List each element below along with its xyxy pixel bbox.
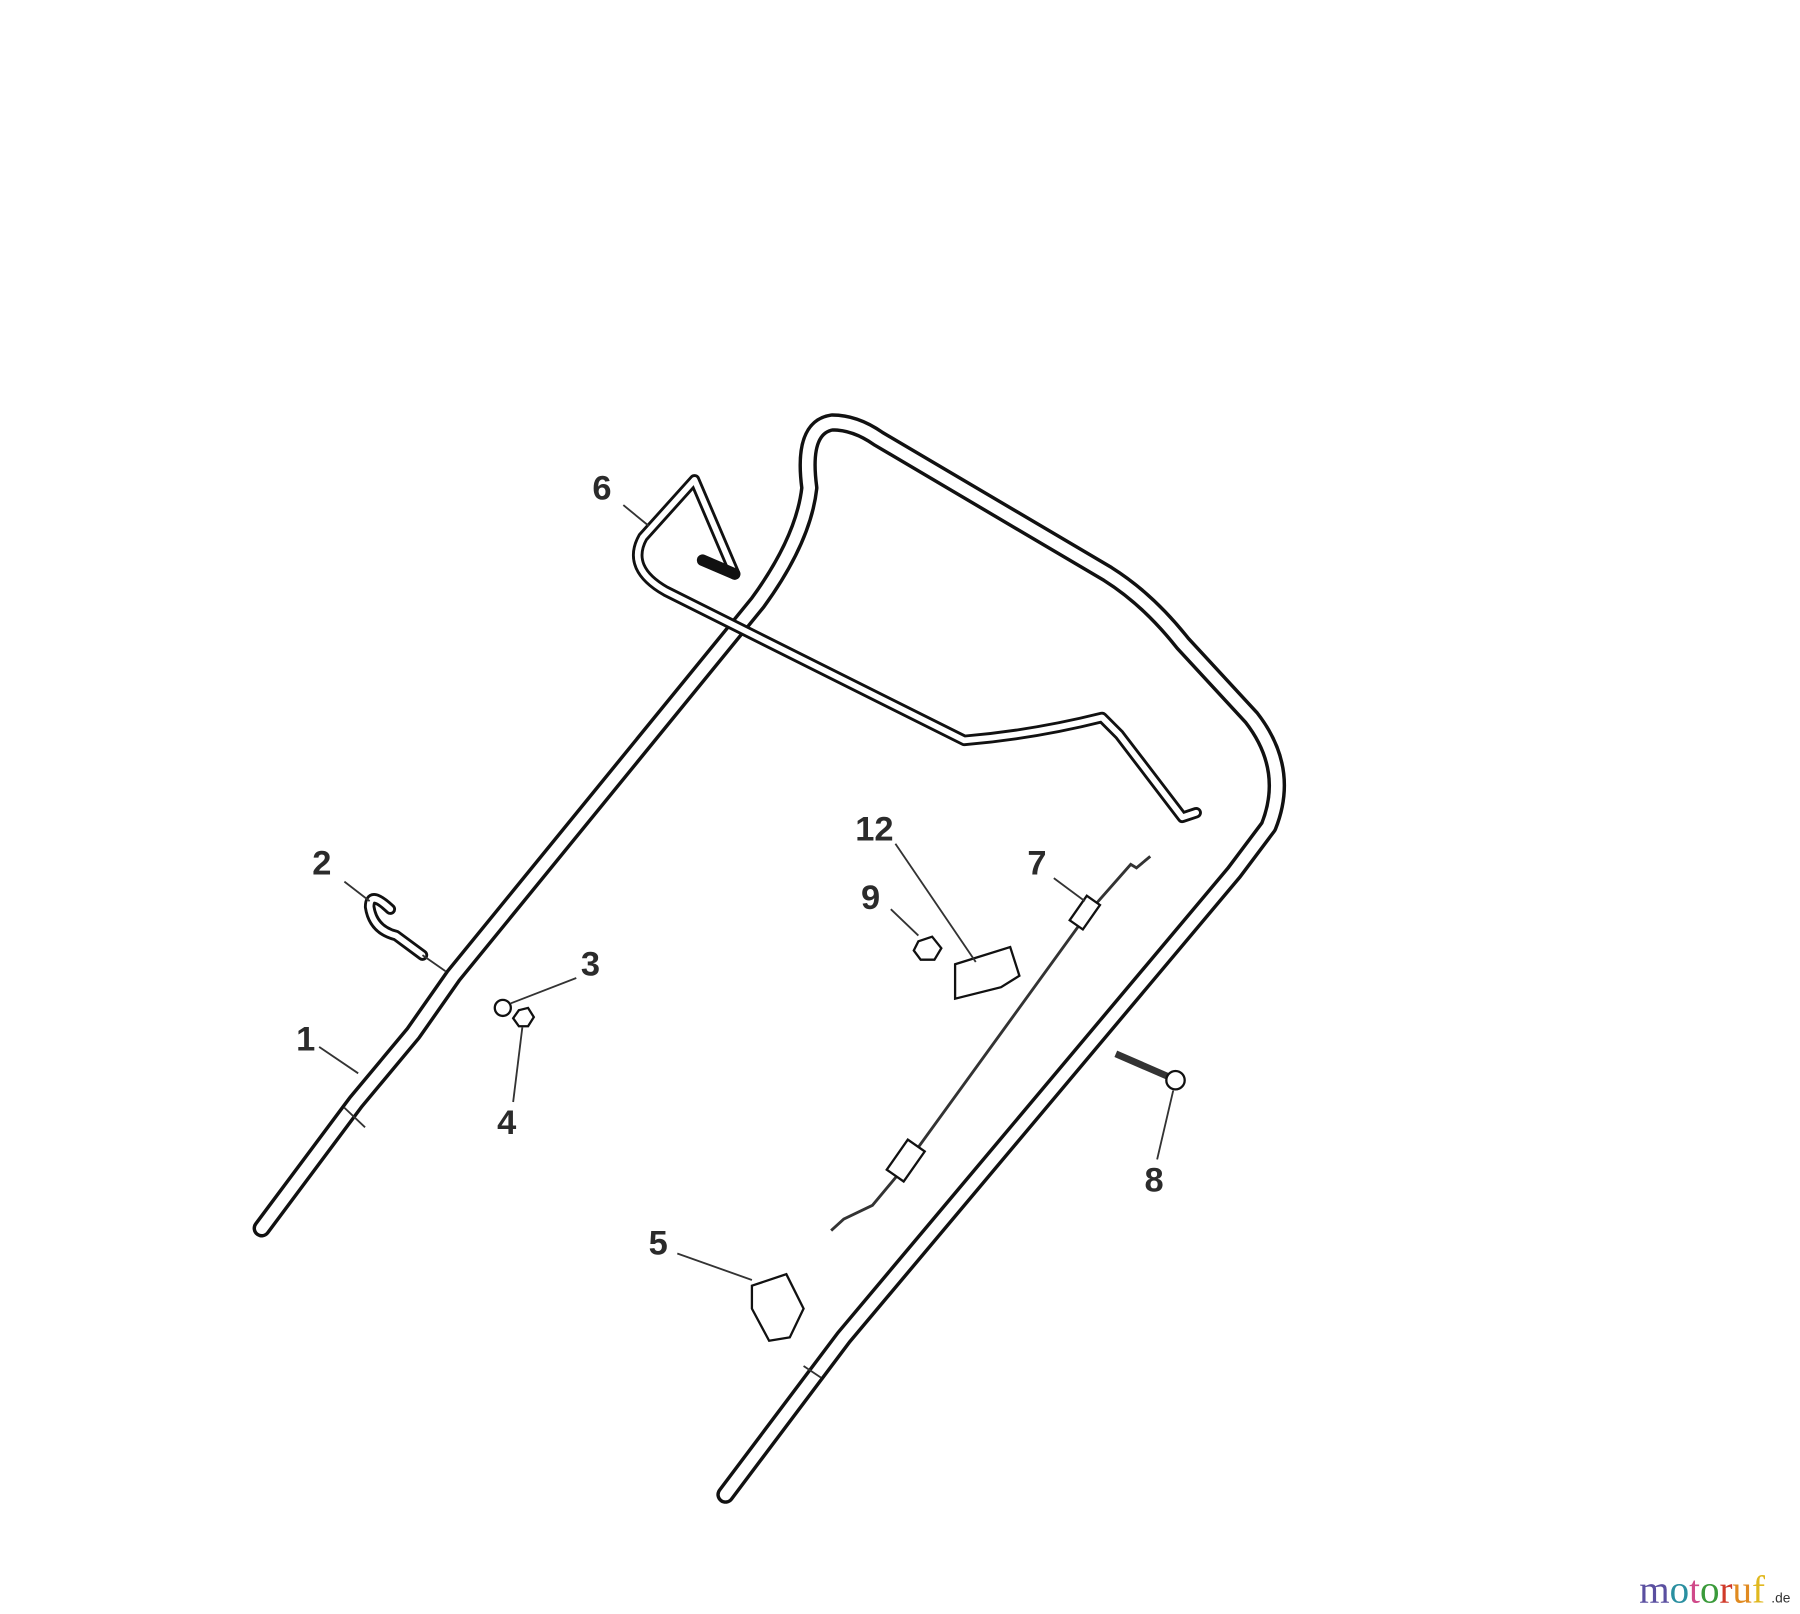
nut-part-9 — [912, 935, 943, 961]
bail-bar-part-6 — [632, 474, 1202, 824]
callout-8: 8 — [1145, 1162, 1164, 1200]
logo-letter: t — [1689, 1569, 1700, 1612]
logo-letter: o — [1700, 1569, 1720, 1612]
callout-2: 2 — [312, 845, 331, 883]
callout-6: 6 — [592, 469, 611, 507]
logo-letter: f — [1752, 1569, 1765, 1612]
washer-part-3 — [493, 998, 512, 1018]
callout-1: 1 — [296, 1020, 315, 1058]
logo-letter: u — [1733, 1569, 1753, 1612]
logo-letter: o — [1670, 1569, 1690, 1612]
hook-part-2 — [363, 893, 429, 961]
logo-letter: r — [1720, 1569, 1733, 1612]
nut-part-4 — [511, 1006, 536, 1028]
callout-7: 7 — [1027, 845, 1046, 883]
clip-part-12 — [953, 945, 1021, 1001]
callout-12: 12 — [855, 810, 893, 848]
svg-text:motoruf: motoruf — [1639, 1569, 1765, 1612]
callout-3: 3 — [581, 946, 600, 984]
logo-letter: m — [1639, 1569, 1669, 1612]
callout-9: 9 — [861, 879, 880, 917]
cable-clip-part-5 — [750, 1272, 805, 1343]
cable-part-7 — [830, 855, 1152, 1232]
bolt-part-8 — [1114, 1050, 1186, 1091]
callout-5: 5 — [649, 1225, 668, 1263]
motoruf-logo: motoruf .de — [1639, 1569, 1790, 1612]
svg-text:.de: .de — [1771, 1591, 1790, 1606]
handle-frame-part-1 — [252, 413, 1286, 1504]
callout-4: 4 — [497, 1104, 516, 1142]
